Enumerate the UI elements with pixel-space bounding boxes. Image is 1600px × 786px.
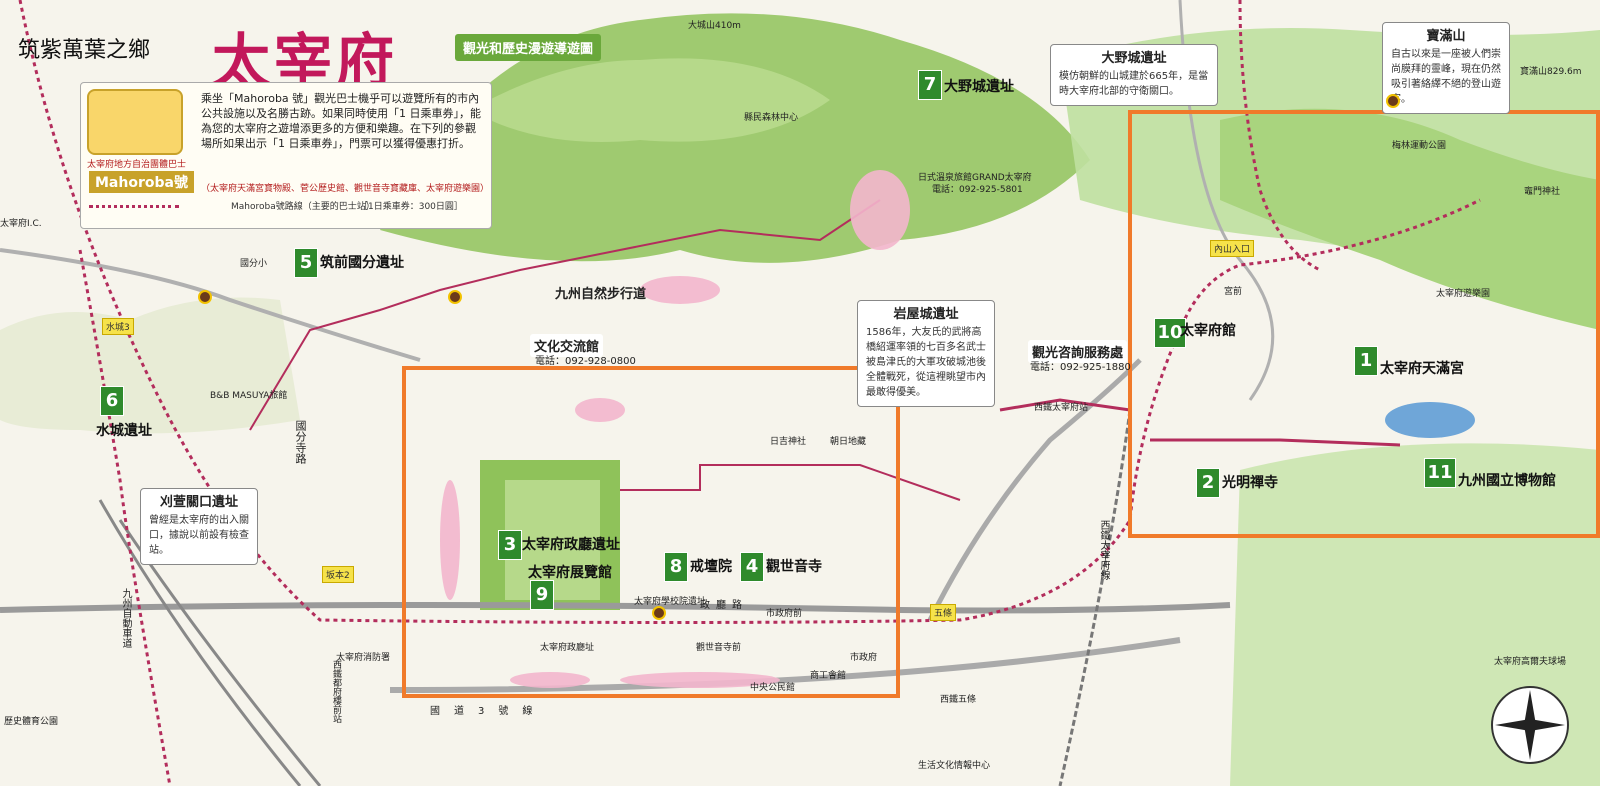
bus-info-panel: 太宰府地方自治團體巴士 Mahoroba號 乘坐「Mahoroba 號」觀光巴士… [80, 82, 492, 229]
bus-discount-list: （太宰府天滿宮寶物殿、菅公歷史館、觀世音寺寶藏庫、太宰府遊樂園） [201, 184, 490, 194]
umebayashi-label: 梅林運動公園 [1392, 141, 1447, 151]
site-8-badge[interactable]: 8 [664, 552, 688, 582]
site-10-badge[interactable]: 10 [1154, 318, 1186, 348]
bunka-tel: 電話：092-928-0800 [535, 356, 636, 367]
homan-info-box: 寶滿山 自古以來是一座被人們崇尚膜拜的靈峰，現在仍然吸引著絡繹不絕的登山遊客。 [1382, 22, 1510, 114]
site-7-label[interactable]: 大野城遺址 [944, 79, 1014, 95]
station-dazaifu-label: 西鐵太宰府站 [1034, 403, 1089, 413]
kanko-title: 觀光咨詢服務處 [1028, 340, 1128, 363]
site-1-label[interactable]: 太宰府天滿宮 [1380, 361, 1464, 377]
site-2-badge[interactable]: 2 [1196, 468, 1220, 498]
uchiyama-stop[interactable]: 內山入口 [1210, 240, 1255, 257]
city-hall-label: 市政府 [850, 653, 878, 663]
park-label: 太宰府遊樂園 [1436, 289, 1491, 299]
iwaya-info-text: 1586年，大友氏的武將高橋紹運率領的七百多名武士被島津氏的大軍攻破城池後全體戰… [866, 327, 986, 398]
homan-info-title: 寶滿山 [1426, 29, 1466, 44]
karukaya-info-title: 刈萱關口遺址 [159, 495, 238, 510]
golf-label: 太宰府高爾夫球場 [1494, 657, 1567, 667]
site-7-badge[interactable]: 7 [918, 70, 942, 100]
route-legend-line [89, 205, 179, 208]
karukaya-info-text: 曾經是太宰府的出入關口，據說以前設有檢查站。 [149, 515, 249, 556]
station-gojo-label: 西鐵五條 [940, 695, 977, 705]
homan-info-text: 自古以來是一座被人們崇尚膜拜的靈峰，現在仍然吸引著絡繹不絕的登山遊客。 [1391, 49, 1501, 105]
landmark-marker [652, 606, 666, 620]
bus-description: 乘坐「Mahoroba 號」觀光巴士機乎可以遊覽所有的市內公共設施以及名勝古跡。… [201, 92, 481, 150]
title-banner: 觀光和歷史漫遊導遊圖 [455, 34, 602, 61]
mount-ono-label: 大城山410m [688, 21, 741, 31]
subtitle-left: 筑紫萬葉之鄉 [18, 38, 151, 63]
hiyoshi-label: 日吉神社 [770, 437, 807, 447]
trail-label: 九州自然步行道 [555, 287, 647, 302]
site-5-label[interactable]: 筑前國分遺址 [320, 255, 404, 271]
site-4-label[interactable]: 觀世音寺 [766, 559, 822, 575]
seiwa-label: 生活文化情報中心 [918, 761, 991, 771]
kenmin-label: 縣民森林中心 [744, 113, 799, 123]
kanzeonji-mae-label: 觀世音寺前 [696, 643, 742, 653]
mount-homan-label: 寶滿山829.6m [1520, 67, 1582, 77]
chuo-koen-label: 中央公民館 [750, 683, 796, 693]
site-3-label[interactable]: 太宰府政廳遺址 [522, 537, 620, 553]
mizuki-3-stop[interactable]: 水城3 [102, 318, 134, 335]
highlight-central-area [402, 366, 900, 698]
iwaya-info-title: 岩屋城遺址 [893, 307, 959, 322]
line-label: 西鐵太宰府線 [1098, 520, 1109, 580]
kamado-label: 竈門神社 [1524, 187, 1561, 197]
seicho-road-label: 政廳路 [700, 600, 748, 611]
shiyakusho-mae-stop: 市政府前 [766, 609, 803, 619]
kanko-tel: 電話：092-925-1880 [1030, 362, 1131, 373]
route-legend-label: Mahoroba號路線（主要的巴士站） [231, 202, 375, 212]
national-road-label: 國道3號線 [430, 706, 547, 717]
site-8-label[interactable]: 戒壇院 [690, 559, 732, 575]
bbmasuya-label: B&B MASUYA旅館 [210, 391, 288, 401]
landmark-marker [1386, 94, 1400, 108]
site-9-badge[interactable]: 9 [530, 580, 554, 610]
tofuro-station-label: 西鐵都府樓前站 [331, 660, 341, 723]
dazaifu-ic-label: 太宰府I.C. [0, 219, 42, 229]
site-1-badge[interactable]: 1 [1354, 346, 1378, 376]
site-11-label[interactable]: 九州國立博物館 [1458, 473, 1556, 489]
sakamoto-2-stop[interactable]: 坂本2 [322, 566, 354, 583]
ticket-price: ［1日乘車券：300日圓］ [359, 202, 463, 212]
gakko-label: 太宰府學校院遺址 [634, 597, 707, 607]
miyamae-stop: 宮前 [1224, 287, 1243, 297]
onojo-info-title: 大野城遺址 [1101, 51, 1167, 66]
highlight-tenmangu-area [1128, 110, 1600, 538]
site-3-badge[interactable]: 3 [498, 530, 522, 560]
onojo-info-text: 模仿朝鮮的山城建於665年，是當時大宰府北部的守衛關口。 [1059, 71, 1209, 97]
iwaya-info-box: 岩屋城遺址 1586年，大友氏的武將高橋紹運率領的七百多名武士被島津氏的大軍攻破… [857, 300, 995, 407]
spa-label: 日式溫泉旅館GRAND太宰府 [918, 173, 1032, 183]
rekishi-park-label: 歷史體育公園 [4, 717, 59, 727]
landmark-marker [198, 290, 212, 304]
site-6-label[interactable]: 水城遺址 [96, 423, 152, 439]
gojo-stop[interactable]: 五條 [930, 604, 957, 621]
site-9-label[interactable]: 太宰府展覽館 [528, 565, 612, 581]
site-6-badge[interactable]: 6 [100, 386, 124, 416]
kokubunji-road-label: 國分寺路 [294, 420, 307, 464]
site-2-label[interactable]: 光明禪寺 [1222, 475, 1278, 491]
site-11-badge[interactable]: 11 [1424, 458, 1456, 488]
kokubun-school-label: 國分小 [240, 259, 268, 269]
seicho-ato-label: 太宰府政廳址 [540, 643, 595, 653]
shoko-label: 商工會館 [810, 671, 847, 681]
site-5-badge[interactable]: 5 [294, 248, 318, 278]
bus-name: Mahoroba號 [89, 171, 194, 193]
fire-station-label: 太宰府消防署 [336, 653, 391, 663]
landmark-marker [448, 290, 462, 304]
bus-caption: 太宰府地方自治團體巴士 [87, 160, 187, 170]
bus-icon [87, 89, 183, 155]
site-4-badge[interactable]: 4 [740, 552, 764, 582]
site-10-label[interactable]: 太宰府館 [1180, 323, 1236, 339]
karukaya-info-box: 刈萱關口遺址 曾經是太宰府的出入關口，據說以前設有檢查站。 [140, 488, 258, 565]
asahi-label: 朝日地藏 [830, 437, 867, 447]
expressway-label: 九州自動車道 [120, 588, 131, 648]
spa-tel: 電話：092-925-5801 [932, 185, 1023, 195]
onojo-info-box: 大野城遺址 模仿朝鮮的山城建於665年，是當時大宰府北部的守衛關口。 [1050, 44, 1218, 106]
bunka-title: 文化交流館 [530, 334, 604, 357]
